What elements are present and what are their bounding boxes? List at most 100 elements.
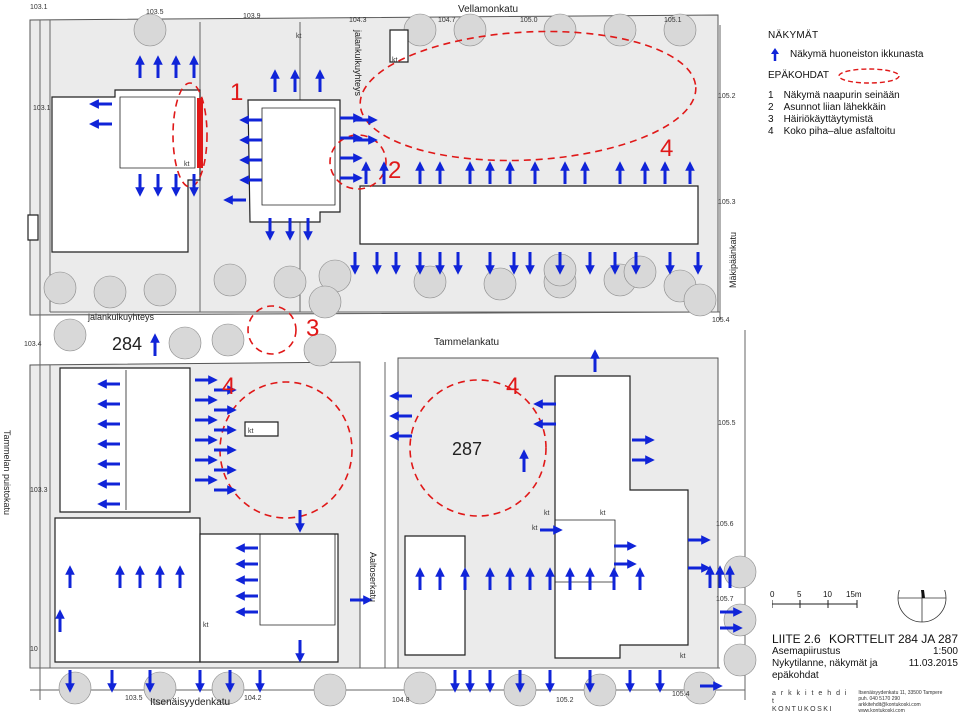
tree-icon xyxy=(53,318,87,352)
path-label: jalankulkuyhteys xyxy=(87,312,155,322)
tree-icon xyxy=(723,643,757,677)
building-a-inner xyxy=(119,96,196,169)
path-label: jalankulkuyhteys xyxy=(353,29,363,97)
street-lines xyxy=(30,20,746,700)
sheet-name: Asemapiirustus xyxy=(772,646,841,657)
north-arrow-icon xyxy=(897,573,947,623)
tree-icon xyxy=(143,273,177,307)
street-name-west: Tammelan puistokatu xyxy=(2,430,12,515)
sheet-row: Asemapiirustus 1:500 xyxy=(772,646,958,658)
issue-ellipse-icon xyxy=(409,379,547,517)
elevation: 105.3 xyxy=(718,199,736,206)
tree-icon xyxy=(723,603,757,637)
street-name-north: Vellamonkatu xyxy=(458,4,518,15)
elevation: 103.1 xyxy=(33,105,51,112)
building-e xyxy=(54,517,201,663)
building-c xyxy=(359,185,699,245)
legend-issues-title: EPÄKOHDAT xyxy=(768,70,829,81)
scale-tick: 5 xyxy=(797,590,802,599)
elevation: 105.4 xyxy=(672,691,690,698)
elevation: 103.5 xyxy=(146,9,164,16)
view-arrow-icon xyxy=(771,48,779,61)
elevation: 103.5 xyxy=(125,695,143,702)
kt-label: kt xyxy=(680,653,686,660)
tree-icon xyxy=(93,275,127,309)
scale-tick: 15m xyxy=(846,590,862,599)
small-structure xyxy=(27,214,39,241)
tree-icon xyxy=(58,671,92,705)
tree-icon xyxy=(683,283,717,317)
tree-icon xyxy=(543,13,577,47)
drawing-subject: KORTTELIT 284 JA 287 xyxy=(829,632,958,646)
kt-label: kt xyxy=(600,510,606,517)
buildings xyxy=(27,29,699,663)
elevation: 103.3 xyxy=(30,487,48,494)
view-arrows xyxy=(55,55,743,693)
street-name-east: Mäkipäänkatu xyxy=(728,232,738,288)
appendix-label: LIITE 2.6 xyxy=(772,632,821,646)
legend: NÄKYMÄT Näkymä huoneiston ikkunasta EPÄK… xyxy=(768,30,954,138)
drawing-date: 11.03.2015 xyxy=(908,658,958,669)
kt-label: kt xyxy=(296,33,302,40)
building-f xyxy=(199,533,339,663)
firm-name: KONTUKOSKI xyxy=(772,706,833,713)
tree-icon xyxy=(453,13,487,47)
tree-icon xyxy=(168,326,202,360)
tree-icon xyxy=(303,333,337,367)
tree-icon xyxy=(308,285,342,319)
legend-issues-row: EPÄKOHDAT xyxy=(768,68,954,84)
elevation: 105.6 xyxy=(716,521,734,528)
building-d xyxy=(59,367,191,513)
kt-labels: kt kt kt kt kt kt kt kt kt xyxy=(184,33,686,660)
kt-label: kt xyxy=(203,622,209,629)
building-h xyxy=(554,375,689,659)
tree-icon xyxy=(43,271,77,305)
kt-label: kt xyxy=(544,510,550,517)
tree-icon xyxy=(213,263,247,297)
street-name-inner: Aaltoserkatu xyxy=(368,552,378,602)
firm-web: www.kontukoski.com xyxy=(858,708,905,714)
issue-number: 4 xyxy=(660,135,673,162)
building-b-inner xyxy=(261,107,336,206)
tree-icon xyxy=(403,13,437,47)
tree-icon xyxy=(133,13,167,47)
issue-number: 1 xyxy=(230,79,243,106)
issue-number: 2 xyxy=(388,157,401,184)
problem-wall xyxy=(197,98,203,168)
tree-icon xyxy=(273,265,307,299)
block-number: 287 xyxy=(452,439,482,459)
tree-icon xyxy=(313,673,347,707)
elevation: 103.4 xyxy=(24,341,42,348)
kiosk xyxy=(389,29,409,63)
building-g xyxy=(404,535,466,656)
legend-title: NÄKYMÄT xyxy=(768,30,819,41)
elevation: 103.9 xyxy=(243,13,261,20)
firm-info: a r k k i t e h d i t KONTUKOSKI Itsenäi… xyxy=(772,690,958,714)
tree-icon xyxy=(143,671,177,705)
elevation: 105.5 xyxy=(718,420,736,427)
issue-number: 3 xyxy=(306,315,319,342)
issue-numbers: 1 2 3 4 4 4 xyxy=(222,79,673,400)
elevation: 105.1 xyxy=(664,17,682,24)
elevation: 105.2 xyxy=(718,93,736,100)
block-number: 284 xyxy=(112,334,142,354)
firm-line1: a r k k i t e h d i t xyxy=(772,690,848,705)
kt-box xyxy=(244,421,279,437)
issue-ellipse-icon xyxy=(247,305,297,355)
kt-label: kt xyxy=(392,57,398,64)
title-block: LIITE 2.6 KORTTELIT 284 JA 287 Asemapiir… xyxy=(772,632,958,714)
elevation: 104.8 xyxy=(392,697,410,704)
drawing-scale: 1:500 xyxy=(932,646,958,657)
elevation: 105.7 xyxy=(716,596,734,603)
elevation: 104.2 xyxy=(244,695,262,702)
elevation: 10 xyxy=(30,646,38,653)
elevation: 105.4 xyxy=(712,317,730,324)
legend-arrow-row: Näkymä huoneiston ikkunasta xyxy=(768,48,954,62)
issue-ellipse-icon xyxy=(838,68,900,84)
firm-contact: puh. 040 5170 290 arkkitehdit@kontukoski… xyxy=(858,696,921,708)
elevation: 105.0 xyxy=(520,17,538,24)
